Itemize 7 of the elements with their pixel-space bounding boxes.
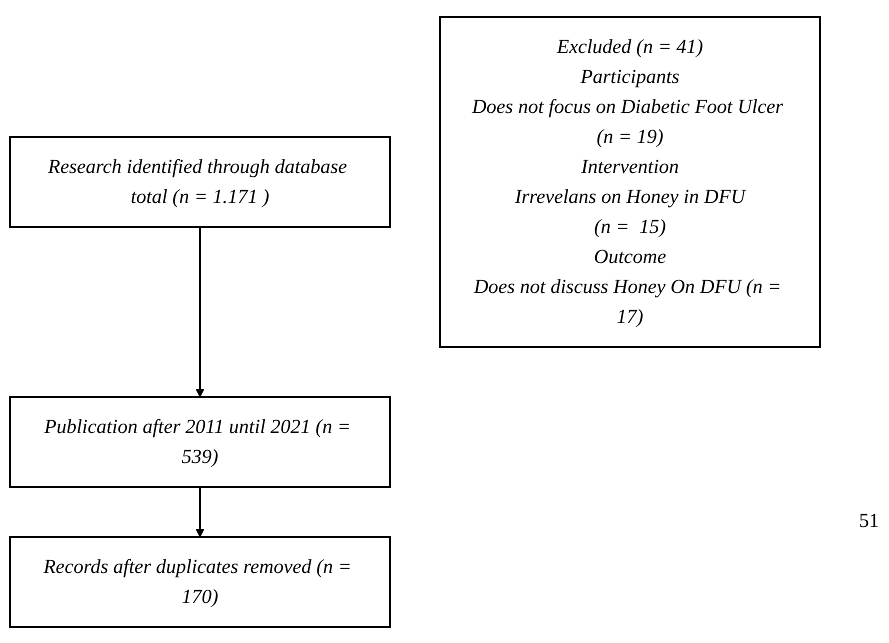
node-box: Records after duplicates removed (n = 170) (9, 536, 391, 628)
node-box: Publication after 2011 until 2021 (n = 539) (9, 396, 391, 488)
arrow (196, 486, 204, 537)
node-box: Research identified through database total (n = 1.171 ) (9, 136, 391, 228)
arrow (196, 226, 204, 397)
page-number: 51 (859, 510, 879, 533)
node-box: Excluded (n = 41) Participants Does not focus on Diabetic Foot Ulcer (n = 19) Intervention Irrevelans on Honey in DFU (n = 15) Outcome Does not discuss Honey On DFU (n = 17) (439, 16, 821, 348)
